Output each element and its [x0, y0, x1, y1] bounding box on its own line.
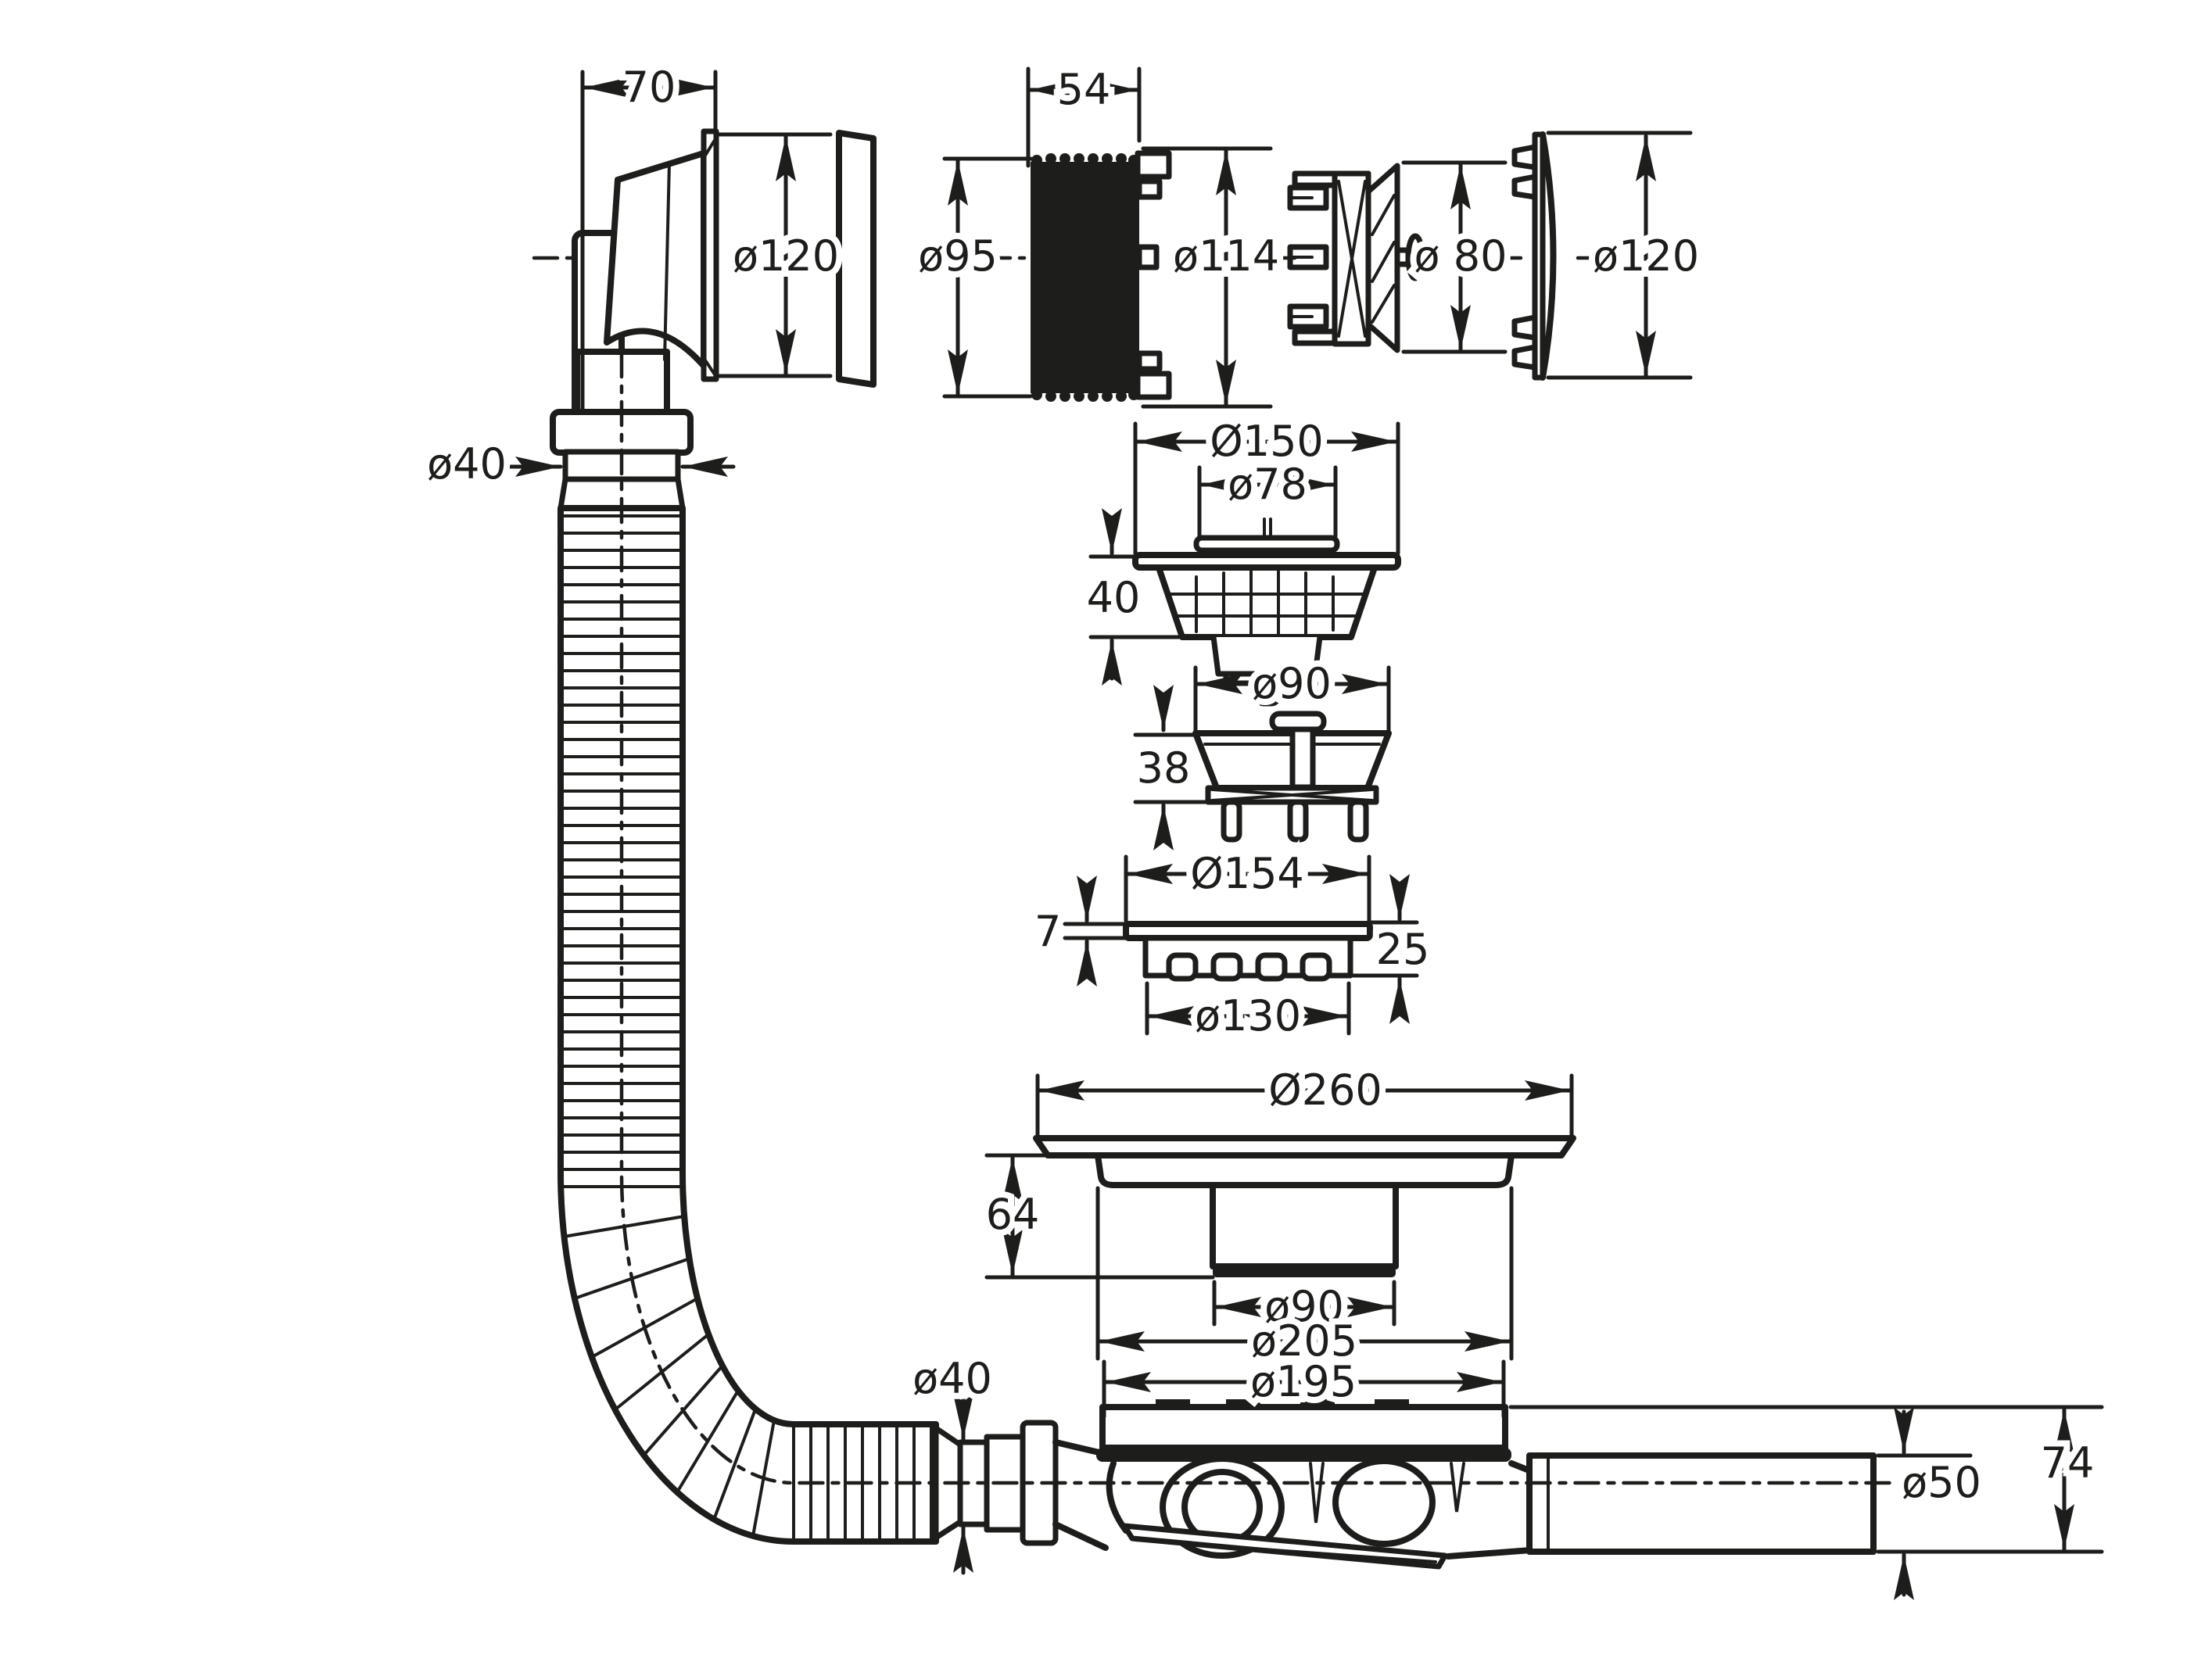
dim-label-90b: ø90 [1264, 1282, 1344, 1331]
dim-label-114: ø114 [1173, 231, 1279, 281]
dim-cover: ø120 [1546, 131, 1705, 380]
dim-sleeve-dia: ø95 [912, 156, 1033, 399]
dim-overflow-depth: 70 [580, 56, 718, 413]
funnel-insert [1192, 711, 1392, 843]
dim-flange-spigot: ø90 [1212, 1276, 1396, 1338]
dim-label-38: 38 [1137, 743, 1191, 793]
dim-bridge: ø 80 [1401, 160, 1513, 354]
dim-label-70: 70 [622, 63, 676, 112]
dim-label-25: 25 [1376, 925, 1430, 974]
dim-grate-base: ø130 [1145, 981, 1351, 1047]
dim-overflow-face: ø120 [717, 132, 845, 378]
cover-dome-arc [1540, 131, 1557, 381]
overflow-gasket [836, 130, 877, 388]
dim-label-80: ø 80 [1414, 231, 1508, 281]
dim-trap-height: 74 [1508, 1405, 2104, 1554]
bridge-hooks [1287, 184, 1329, 330]
trap-chamber-1 [1160, 1456, 1285, 1559]
dim-label-54: 54 [1057, 65, 1111, 114]
dim-strainer-flange: Ø150 [1133, 410, 1400, 556]
funnel-knob [1269, 711, 1327, 732]
dim-label-260: Ø260 [1268, 1065, 1382, 1115]
flange-plate [1033, 1135, 1576, 1158]
dim-trap-body: ø195 [1102, 1351, 1506, 1419]
mounting-bridge [1287, 163, 1425, 353]
sealing-flange [1033, 1135, 1576, 1277]
threaded-sleeve [1031, 150, 1172, 402]
trap-body [1096, 1399, 1877, 1570]
dim-label-90a: ø90 [1252, 659, 1332, 708]
stopper-disc [1193, 535, 1340, 553]
sleeve-body [1031, 162, 1139, 393]
dim-label-120-right: ø120 [1593, 231, 1699, 281]
dim-label-130: ø130 [1195, 991, 1301, 1040]
dim-flange-skirt: ø205 [1095, 1186, 1514, 1372]
dim-strainer-depth: 40 [1081, 508, 1183, 686]
dim-label-74: 74 [2041, 1438, 2095, 1488]
dim-strainer-disc: ø78 [1197, 453, 1338, 539]
funnel-knob-stem [1289, 726, 1316, 790]
dim-label-150: Ø150 [1210, 417, 1324, 466]
dim-grate-plate-thickness: 7 [1028, 876, 1128, 987]
dim-overflow-tail: ø40 [421, 433, 736, 495]
trap-chamber-2 [1332, 1458, 1436, 1547]
lug-ring-tabs [1135, 150, 1172, 400]
overflow-body [604, 150, 707, 369]
dim-label-78: ø78 [1228, 460, 1307, 509]
trap-seal-bar [1096, 1448, 1511, 1462]
dim-flange-outer: Ø260 [1035, 1059, 1574, 1142]
dim-sleeve-length: 54 [1026, 59, 1142, 168]
dim-label-195: ø195 [1250, 1357, 1357, 1406]
dim-funnel-top: ø90 [1193, 653, 1391, 734]
flange-spigot-rim [1213, 1266, 1396, 1277]
dim-trap-outlet: ø50 [1876, 1407, 1988, 1600]
dim-label-7: 7 [1034, 907, 1061, 956]
main-centerline [619, 351, 1895, 1485]
dim-label-40-top: ø40 [427, 439, 507, 489]
dim-label-95: ø95 [918, 231, 998, 281]
strainer-flange-plate [1132, 552, 1401, 571]
dim-trap-inlet: ø40 [906, 1348, 998, 1575]
cover-backplate [1532, 131, 1546, 381]
overflow-fitting [550, 128, 719, 511]
dim-label-50: ø50 [1902, 1458, 1981, 1507]
bridge-cone [1365, 163, 1400, 353]
dim-funnel-height: 38 [1131, 685, 1210, 850]
grate-plate [1123, 921, 1373, 982]
dim-label-64: 64 [986, 1190, 1040, 1239]
strainer-ribs [1168, 570, 1365, 637]
flange-skirt [1095, 1152, 1515, 1188]
outlet-pipe [1526, 1452, 1877, 1555]
overflow-flange [701, 128, 719, 382]
flange-spigot [1210, 1182, 1399, 1269]
dim-flange-height: 64 [980, 1153, 1215, 1280]
dome-cover [1511, 131, 1557, 381]
bridge-knob [1405, 233, 1425, 281]
dim-label-154: Ø154 [1190, 849, 1304, 898]
hose-outline [557, 505, 939, 1545]
dim-lug-ring: ø114 [1141, 146, 1285, 409]
flexible-hose [557, 505, 1109, 1551]
dim-label-40: 40 [1087, 573, 1141, 622]
dim-label-120-left: ø120 [733, 231, 839, 281]
dim-label-205: ø205 [1251, 1316, 1357, 1366]
dim-grate-height: 25 [1350, 874, 1436, 1024]
trap-top-plate [1099, 1404, 1508, 1451]
sleeve-thread-scallops [1031, 153, 1139, 402]
dim-label-40-bottom: ø40 [912, 1354, 992, 1403]
dim-grate: Ø154 [1124, 843, 1371, 923]
